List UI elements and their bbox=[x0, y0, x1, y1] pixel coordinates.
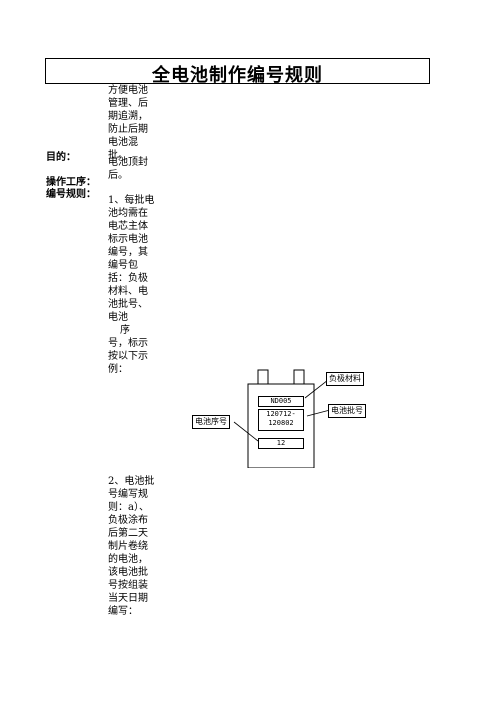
rule1-block: 1、每批电池均需在电芯主体标示电池编号，其编号包括：负极材料、电池批号、电池 序… bbox=[108, 194, 156, 376]
anode-label: 负极材料 bbox=[326, 372, 364, 386]
anode-value: ND005 bbox=[258, 396, 304, 407]
battery-outline bbox=[233, 369, 331, 468]
rule1-rest: 号，标示按以下示例： bbox=[108, 338, 148, 375]
rules-label: 编号规则： bbox=[46, 189, 96, 200]
batch-value: 120712- 120802 bbox=[258, 409, 304, 431]
batch-label: 电池批号 bbox=[328, 404, 366, 418]
purpose-text: 方便电池管理、后期追溯，防止后期电池混批。 bbox=[108, 85, 148, 161]
rule2-text: 2、电池批号编写规则：a）、负极涂布后第二天制片卷绕的电池，该电池批号按组装当天… bbox=[108, 476, 155, 617]
purpose-label: 目的： bbox=[46, 152, 76, 163]
seq-label: 电池序号 bbox=[192, 415, 230, 429]
battery-diagram: ND005 120712- 120802 12 负极材料 电池批号 电池序号 bbox=[190, 368, 380, 468]
seq-value: 12 bbox=[258, 438, 304, 449]
process-text: 电池顶封后。 bbox=[108, 157, 148, 181]
rule1-head: 1、每批电池均需在电芯主体标示电池编号，其编号包括：负极材料、电池批号、电池 bbox=[108, 195, 155, 323]
batch-value-line1: 120712- bbox=[266, 410, 296, 418]
rule1-seq: 序 bbox=[120, 325, 130, 336]
process-label: 操作工序： bbox=[46, 177, 96, 188]
title-box: 全电池制作编号规则 bbox=[45, 58, 430, 86]
page-title: 全电池制作编号规则 bbox=[152, 65, 323, 86]
batch-value-line2: 120802 bbox=[268, 419, 294, 427]
